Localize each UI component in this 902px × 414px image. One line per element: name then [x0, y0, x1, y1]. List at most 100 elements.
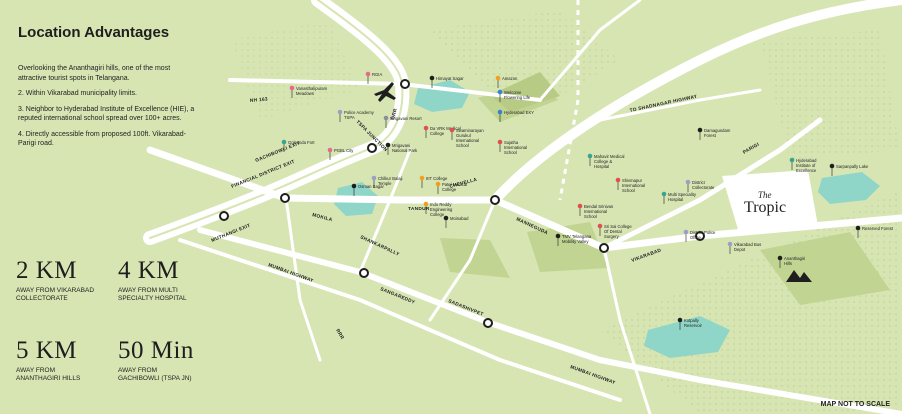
- pin-head: [555, 233, 561, 239]
- place-pin: Sarpanpally Lake: [829, 163, 869, 176]
- advantage-item: Overlooking the Ananthagiri hills, one o…: [18, 65, 171, 82]
- advantage-item: 3. Neighbor to Hyderabad Institute of Ex…: [18, 105, 195, 123]
- lake-sarpanpally: [818, 172, 880, 204]
- place-pin: Hyderabad EKY: [497, 109, 534, 122]
- stat-gachibowli: 50 Min AWAY FROM GACHIBOWLI (TSPA JN): [118, 337, 194, 383]
- place-pin: PGBL City: [327, 147, 354, 160]
- pin-head: [497, 139, 503, 145]
- mountain-icon: [786, 270, 812, 282]
- road-rrr: [490, 0, 902, 205]
- pin-head: [495, 75, 501, 81]
- place-pin: Reserved Forest: [855, 225, 894, 238]
- place-label: PGBL City: [334, 148, 354, 153]
- road-label-orr: ORR: [390, 108, 399, 121]
- place-label: RGIA: [372, 72, 382, 77]
- road-connector-1: [428, 198, 497, 322]
- place-pin: Osman Sagar: [351, 183, 384, 196]
- pin-head: [497, 109, 503, 115]
- pin-head: [577, 203, 583, 209]
- place-pin: RGIA: [365, 71, 382, 84]
- parcel-moinabad: [440, 238, 510, 278]
- pin-head: [419, 175, 425, 181]
- svg-text:The: The: [758, 190, 772, 200]
- pin-head: [789, 157, 795, 163]
- parcel-ananthagiri: [760, 232, 890, 305]
- pin-head: [677, 317, 683, 323]
- road-shankarpally: [197, 227, 902, 414]
- place-pin: Moinabad: [443, 215, 469, 228]
- road-thin-1: [538, 0, 642, 102]
- brand-the-tropic: The Tropic: [744, 190, 786, 216]
- pin-head: [777, 255, 783, 261]
- stat-hospital: 4 KM AWAY FROM MULTI SPECIALTY HOSPITAL: [118, 257, 187, 303]
- place-pin: Himayat Sagar: [429, 75, 464, 88]
- road-label-mokila: MOKILA: [311, 212, 333, 223]
- pin-head: [385, 142, 391, 148]
- pin-head: [365, 71, 371, 77]
- road-proposed: [558, 0, 580, 201]
- advantages-list: Overlooking the Ananthagiri hills, one o…: [18, 64, 198, 155]
- pin-head: [697, 127, 703, 133]
- airplane-icon: [374, 82, 396, 102]
- advantage-num: 2.: [18, 90, 24, 97]
- pin-head: [727, 241, 733, 247]
- pin-head: [429, 75, 435, 81]
- pin-head: [423, 201, 429, 207]
- road-connector-4: [358, 148, 412, 274]
- road-to-shadnagar: [598, 88, 762, 122]
- place-pin: Amazon: [495, 75, 518, 88]
- pin-head: [829, 163, 835, 169]
- parcel-hyd-eky: [490, 72, 560, 112]
- pin-head: [443, 215, 449, 221]
- svg-text:Tropic: Tropic: [744, 199, 786, 216]
- pin-head: [281, 139, 287, 145]
- junctions: [219, 79, 705, 328]
- advantage-num: 4.: [18, 130, 24, 138]
- road-label-rrr: RRR: [334, 328, 345, 341]
- pin-head: [685, 179, 691, 185]
- page-title: Location Advantages: [18, 24, 170, 41]
- pin-head: [337, 109, 343, 115]
- road-parigi: [601, 117, 823, 251]
- road-connector-2: [602, 246, 652, 414]
- place-pin: Mrigavani Resort: [383, 115, 422, 128]
- pin-head: [327, 147, 333, 153]
- pin-head: [371, 175, 377, 181]
- pin-head: [449, 127, 455, 133]
- place-label: Hyderabad EKY: [504, 110, 534, 115]
- pin-head: [435, 181, 441, 187]
